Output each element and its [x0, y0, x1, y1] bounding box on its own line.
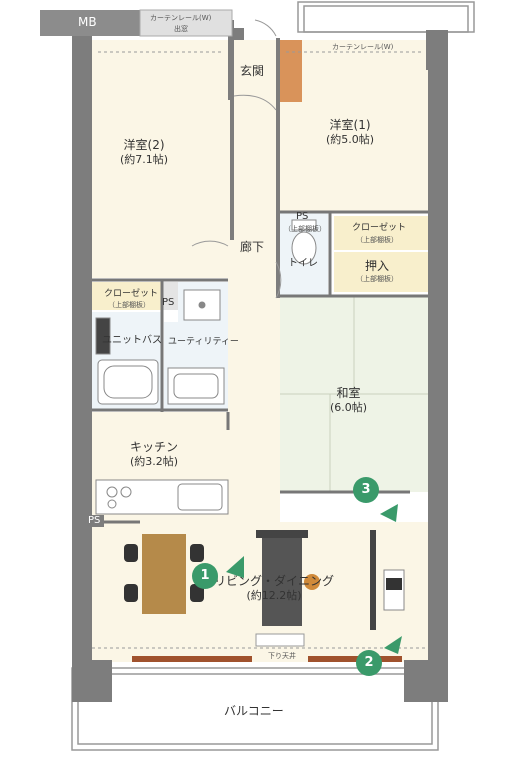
bay-window-outline [297, 1, 475, 33]
floor-closet-left [92, 282, 162, 310]
partitions [92, 210, 428, 524]
floor-hallway [228, 100, 280, 530]
floor-oshiire [334, 252, 428, 292]
ps-left-label: PS [162, 297, 175, 308]
door-arcs [191, 19, 282, 299]
floor-western2 [92, 40, 228, 278]
closet-left-label: クローゼット [104, 289, 159, 299]
western1-size: (約5.0帖) [326, 133, 375, 146]
washitsu-label: 和室 (6.0帖) [330, 386, 367, 415]
washitsu-size: (6.0帖) [330, 401, 368, 414]
view-arrow-3 [380, 504, 398, 522]
mb-box [40, 10, 140, 36]
upper-shelf-toilet-label: （上部棚板） [284, 225, 326, 233]
dashed-lines [92, 51, 428, 649]
top-window-left [139, 9, 233, 37]
lowered-ceiling-box [255, 633, 305, 647]
western2-size: (約7.1帖) [120, 153, 169, 166]
sofa-icon [256, 530, 320, 626]
living-name: リビング・ダイニング [214, 574, 335, 588]
lowered-ceiling-label: 下り天井 [268, 652, 296, 660]
ps-toilet-label: PS [296, 211, 309, 222]
western2-label: 洋室(2) (約7.1帖) [120, 138, 168, 167]
view-arrow-1 [226, 556, 244, 578]
kitchen-label: キッチン (約3.2帖) [130, 440, 178, 469]
bathtub-icon [95, 317, 159, 405]
kitchen-counter [95, 479, 229, 515]
toilet-label: トイレ [288, 258, 318, 269]
utility-label: ユーティリティー [168, 337, 239, 347]
washing-machine-icon [183, 289, 221, 321]
floor-western1 [280, 40, 428, 212]
living-size: (約12.2帖) [246, 589, 302, 602]
closet-right-sub-label: （上部棚板） [356, 236, 398, 244]
living-label: リビング・ダイニング (約12.2帖) [214, 574, 334, 603]
curtain-top-left-label: カーテンレール(W) [150, 14, 212, 22]
tv-icon [370, 530, 405, 630]
floor-closet-right [334, 216, 428, 250]
viewpoint-marker-1[interactable]: 1 [192, 563, 218, 589]
viewpoint-marker-3[interactable]: 3 [353, 477, 379, 503]
curtains-bottom [132, 656, 402, 662]
kitchen-size: (約3.2帖) [130, 455, 179, 468]
balcony-outline [71, 667, 439, 751]
ps-kitchen-label: PS [88, 515, 101, 526]
view-arrow-2 [384, 636, 402, 654]
balcony-label: バルコニー [224, 704, 284, 718]
floor-entrance [234, 40, 280, 102]
oshiire-label: 押入 [365, 259, 390, 273]
kitchen-name: キッチン [130, 440, 179, 454]
dining-set [124, 534, 204, 614]
entrance-label: 玄関 [240, 64, 265, 78]
toilet-icon [291, 219, 317, 265]
western2-name: 洋室(2) [123, 138, 165, 152]
ps-kitchen-box [84, 515, 104, 527]
closet-right-label: クローゼット [352, 223, 407, 233]
shoe-cabinet [280, 40, 302, 102]
oshiire-sub-label: （上部棚板） [356, 275, 398, 283]
western1-name: 洋室(1) [329, 118, 371, 132]
unit-bath-label: ユニットバス [102, 335, 162, 346]
hallway-label: 廊下 [240, 240, 265, 254]
western1-label: 洋室(1) (約5.0帖) [326, 118, 374, 147]
closet-left-sub-label: （上部棚板） [108, 301, 150, 309]
tatami-lines [280, 296, 428, 492]
mb-label: MB [78, 15, 97, 29]
curtain-top-left-sub-label: 出窓 [174, 25, 188, 33]
vanity-sink-icon [167, 367, 225, 405]
washitsu-name: 和室 [336, 386, 361, 400]
floor-ps-left [162, 282, 178, 310]
viewpoint-marker-2[interactable]: 2 [356, 650, 382, 676]
curtain-top-right-label: カーテンレール(W) [332, 43, 394, 51]
